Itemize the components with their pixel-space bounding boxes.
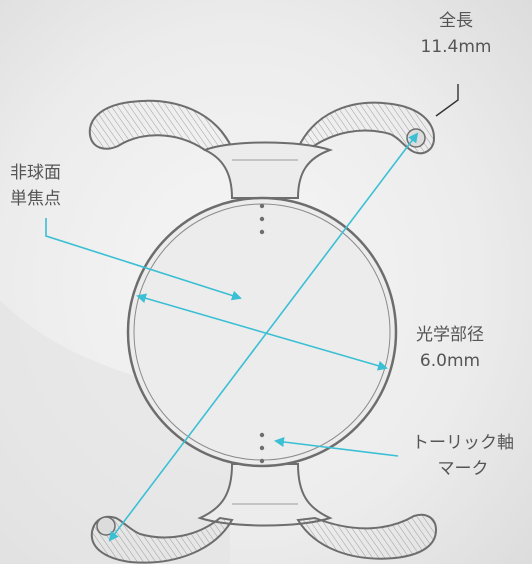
aspheric-line1: 非球面 (10, 163, 61, 183)
toric-line2: マーク (437, 459, 489, 479)
aspheric-line2: 単焦点 (10, 189, 61, 209)
total-length-value: 11.4mm (420, 37, 492, 57)
toric-line1: トーリック軸 (412, 433, 514, 453)
total-length-title: 全長 (439, 11, 473, 31)
optic-diameter-label: 光学部径 6.0mm (398, 322, 502, 374)
toric-mark-label: トーリック軸 マーク (398, 430, 528, 482)
optic-diameter-arrow (136, 293, 388, 371)
total-length-leader (435, 84, 459, 117)
toric-leader-arrow (274, 437, 399, 457)
optic-title: 光学部径 (416, 325, 484, 345)
aspheric-label: 非球面 単焦点 (10, 160, 84, 212)
optic-value: 6.0mm (419, 351, 481, 371)
total-length-label: 全長 11.4mm (408, 8, 504, 60)
aspheric-leader-arrow (45, 218, 242, 301)
